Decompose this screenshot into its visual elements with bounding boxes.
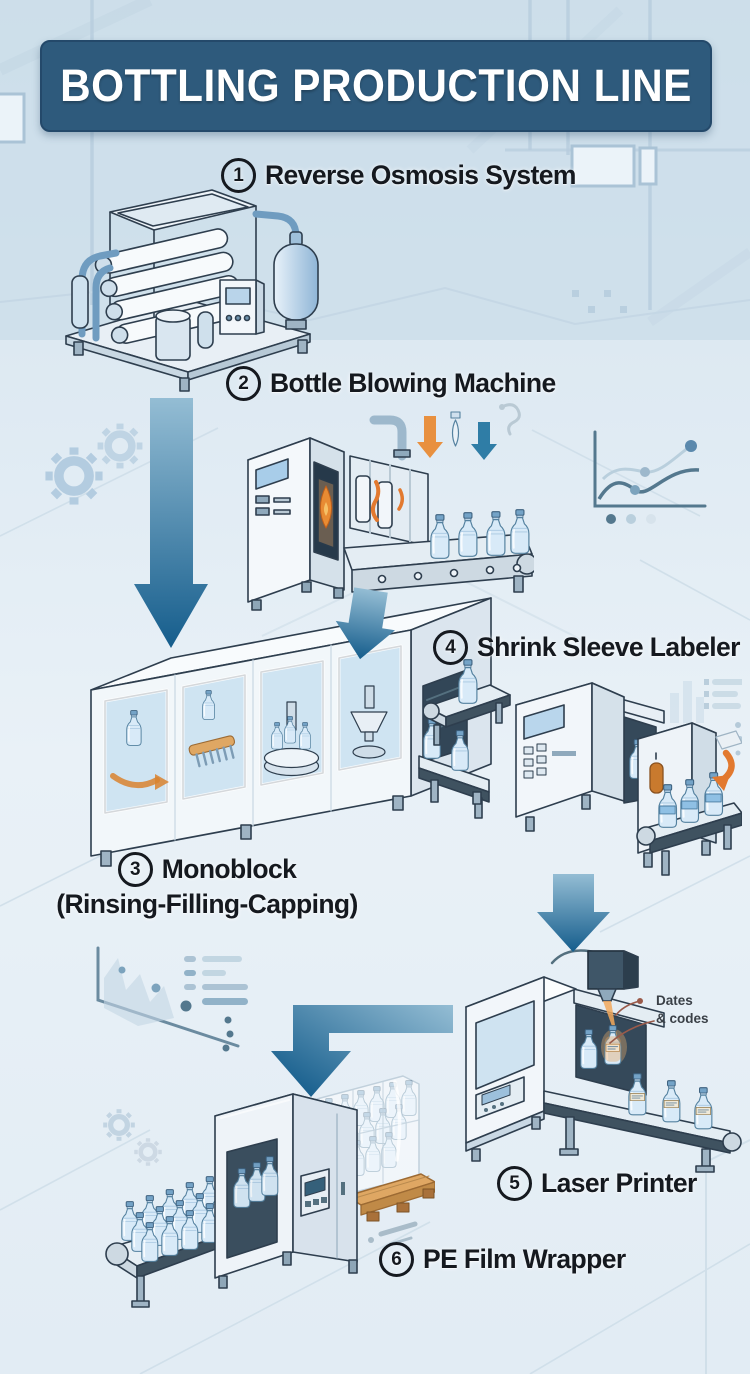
labeled-bottles xyxy=(657,771,724,829)
preform-process-icons xyxy=(417,403,521,460)
filling-window xyxy=(259,659,325,787)
gear-icon xyxy=(45,447,102,504)
heater-window xyxy=(313,461,339,561)
coded-bottles xyxy=(627,1072,713,1130)
gear-icon xyxy=(134,1138,162,1166)
preform-icon xyxy=(450,411,461,447)
control-panel xyxy=(300,1168,330,1217)
air-hose-icon xyxy=(502,403,521,436)
print-head xyxy=(550,949,639,1002)
isometric-chart-decoration xyxy=(96,946,248,1052)
callout-lines xyxy=(609,998,655,1044)
bottle-being-coded xyxy=(603,1024,622,1066)
line-chart-decoration xyxy=(593,430,707,524)
control-box xyxy=(219,279,265,335)
bottle-blowing-machine-illustration xyxy=(247,403,534,611)
laser-printer-illustration xyxy=(465,949,742,1173)
exit-conveyor xyxy=(418,717,490,819)
pressure-tank xyxy=(252,210,319,330)
pe-film-wrapper-illustration xyxy=(85,1075,435,1308)
sleeve-film-callout xyxy=(712,730,742,791)
rinsing-window xyxy=(103,688,169,815)
infeed-conveyor xyxy=(424,658,511,746)
gears-decoration xyxy=(28,410,148,520)
reverse-osmosis-illustration xyxy=(65,189,319,392)
printer-body xyxy=(465,976,647,1162)
orange-down-arrow-icon xyxy=(417,416,443,458)
title-banner: BOTTLING PRODUCTION LINE xyxy=(40,40,712,132)
mold-section xyxy=(349,455,429,547)
entry-tunnel xyxy=(226,1138,279,1259)
page-title: BOTTLING PRODUCTION LINE xyxy=(60,60,692,111)
shrink-sleeve-labeler-illustration xyxy=(424,658,742,876)
teal-down-arrow-icon xyxy=(471,422,497,460)
dash-decoration xyxy=(368,1221,418,1246)
monoblock-illustration xyxy=(90,597,492,867)
capping-window xyxy=(337,644,403,772)
gear-icon xyxy=(103,1109,135,1141)
wrapper-machine xyxy=(214,1093,358,1289)
brushing-window xyxy=(181,673,247,801)
membrane-rack xyxy=(94,189,257,344)
gear-icon xyxy=(98,424,143,469)
blower-cabinet xyxy=(247,437,345,611)
outfeed-conveyor xyxy=(543,1090,742,1173)
